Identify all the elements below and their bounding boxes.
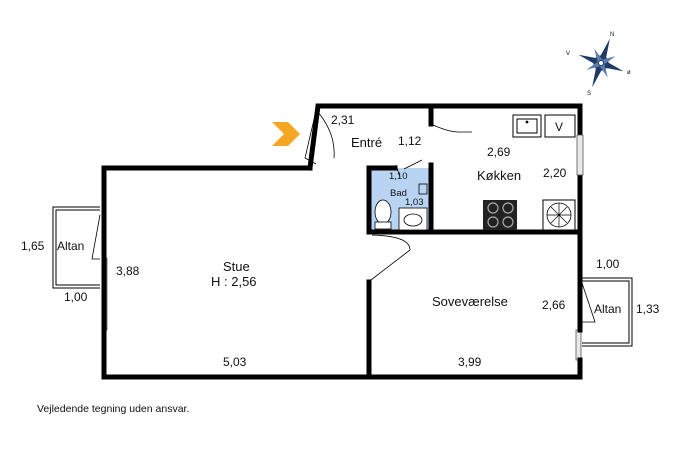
dim-sove-width: 3,99 xyxy=(458,355,482,369)
sink-icon xyxy=(512,114,542,138)
dim-altan-left-depth: 1,65 xyxy=(21,239,45,253)
room-label-bad: Bad xyxy=(390,188,407,199)
dim-bad-width: 1,10 xyxy=(389,171,408,182)
room-label-stue: Stue xyxy=(223,259,250,274)
dim-altan-right-depth: 1,33 xyxy=(636,302,660,316)
stove-icon xyxy=(483,200,517,230)
dim-kokken-width: 2,69 xyxy=(487,145,511,159)
fridge-outline xyxy=(544,114,576,138)
room-label-entre: Entré xyxy=(351,135,382,150)
room-label-sovevaerelse: Soveværelse xyxy=(432,294,508,309)
heater-icon xyxy=(418,183,428,195)
dim-stue-width: 5,03 xyxy=(223,355,247,369)
room-label-kokken: Køkken xyxy=(477,168,521,183)
dim-altan-left-width: 1,00 xyxy=(64,290,88,304)
entry-arrow-icon xyxy=(272,122,300,146)
dim-altan-right-width: 1,00 xyxy=(596,257,620,271)
dim-bad-depth: 1,03 xyxy=(405,197,424,208)
doors xyxy=(304,111,472,281)
dim-stue-depth: 3,88 xyxy=(116,264,140,278)
washbasin-icon xyxy=(398,207,428,231)
kitchen-window xyxy=(576,134,584,176)
room-height-stue: H : 2,56 xyxy=(211,274,257,289)
left-balcony xyxy=(52,206,108,331)
room-label-altan-right: Altan xyxy=(594,302,621,316)
dim-entre-depth: 1,12 xyxy=(398,134,422,148)
sink-label: V xyxy=(555,120,563,134)
compass-rose-icon xyxy=(578,38,624,88)
dim-kokken-depth: 2,20 xyxy=(543,166,567,180)
dim-sove-depth: 2,66 xyxy=(542,298,566,312)
room-label-altan-left: Altan xyxy=(57,239,84,253)
interior-walls xyxy=(366,103,583,380)
compass-o: ø xyxy=(627,70,631,76)
right-balcony xyxy=(575,277,633,361)
outer-walls xyxy=(101,103,583,380)
compass-v: V xyxy=(566,51,570,57)
extractor-fan-icon xyxy=(542,199,576,231)
disclaimer-text: Vejledende tegning uden ansvar. xyxy=(37,403,189,415)
compass-n: N xyxy=(610,32,614,38)
toilet-icon xyxy=(374,199,392,230)
dim-entre-width: 2,31 xyxy=(331,113,355,127)
compass-s: S xyxy=(587,91,591,97)
